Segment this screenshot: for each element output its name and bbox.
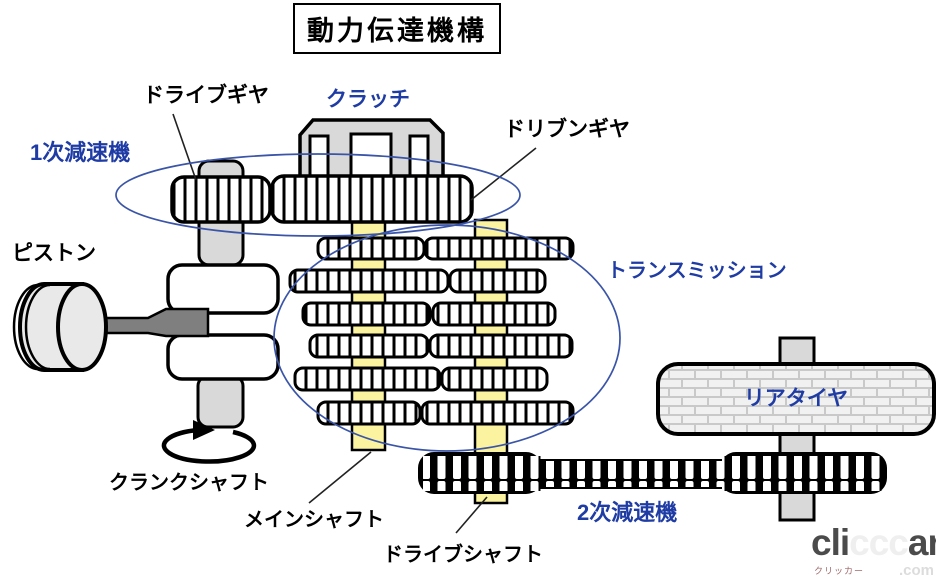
label-crankshaft: クランクシャフト xyxy=(109,472,269,494)
chain-links xyxy=(423,456,541,491)
transmission-gear-shape xyxy=(288,268,450,294)
primary-reduction-ellipse xyxy=(115,153,521,237)
leader-line-main-shaft xyxy=(308,451,372,504)
chain-links xyxy=(541,461,722,487)
label-secondary-reduction: 2次減速機 xyxy=(577,500,678,525)
transmission-gear-shape xyxy=(316,236,426,261)
transmission-gear-shape xyxy=(431,301,557,327)
label-transmission: トランスミッション xyxy=(607,260,787,282)
crankshaft-lower-shape xyxy=(196,374,245,429)
label-drive-gear: ドライブギヤ xyxy=(143,84,269,107)
watermark-text: cli xyxy=(811,522,850,563)
watermark-logo: clicccar クリッカー .com xyxy=(811,522,936,579)
leader-line-drive-shaft xyxy=(455,496,488,534)
title-text: 動力伝達機構 xyxy=(307,16,487,46)
transmission-gear-shape xyxy=(423,236,575,261)
crank-web-upper-shape xyxy=(166,263,280,315)
clutch-slot-shape xyxy=(408,134,430,180)
watermark-text: ar xyxy=(907,522,936,563)
watermark-suffix: .com xyxy=(898,562,934,579)
page-title: 動力伝達機構 xyxy=(293,3,501,54)
chain-links xyxy=(722,456,883,491)
transmission-gear-shape xyxy=(448,268,547,294)
label-primary-reduction: 1次減速機 xyxy=(30,140,131,165)
leader-line-drive-gear xyxy=(172,113,197,181)
leader-line-driven-gear xyxy=(470,147,537,201)
transmission-gear-shape xyxy=(301,301,432,327)
drive-gear-shape xyxy=(170,175,272,224)
transmission-gear-shape xyxy=(293,366,442,392)
transmission-gear-shape xyxy=(308,333,430,359)
transmission-ellipse xyxy=(273,224,621,452)
label-drive-shaft: ドライブシャフト xyxy=(383,544,543,566)
clutch-slot-shape xyxy=(308,134,330,180)
watermark-ruby: クリッカー xyxy=(814,566,865,576)
driven-gear-shape xyxy=(270,174,474,224)
piston-ring-line xyxy=(12,283,39,371)
rotation-arrow-icon xyxy=(161,427,257,464)
rear-tire-shape xyxy=(656,362,936,436)
label-main-shaft: メインシャフト xyxy=(244,509,384,531)
label-driven-gear: ドリブンギヤ xyxy=(504,118,630,141)
label-rear-tire: リアタイヤ xyxy=(743,387,849,410)
label-clutch: クラッチ xyxy=(326,88,410,111)
piston-ring-line xyxy=(24,283,51,371)
transmission-gear-shape xyxy=(428,333,574,359)
rotation-arrowhead-icon xyxy=(193,420,215,440)
label-piston: ピストン xyxy=(12,242,96,265)
transmission-gear-shape xyxy=(420,400,575,426)
transmission-gear-shape xyxy=(316,400,422,426)
crank-web-lower-shape xyxy=(166,333,280,381)
piston-crown-shape xyxy=(56,282,108,372)
watermark-text-faint: ccc xyxy=(849,522,909,563)
transmission-gear-shape xyxy=(440,366,549,392)
